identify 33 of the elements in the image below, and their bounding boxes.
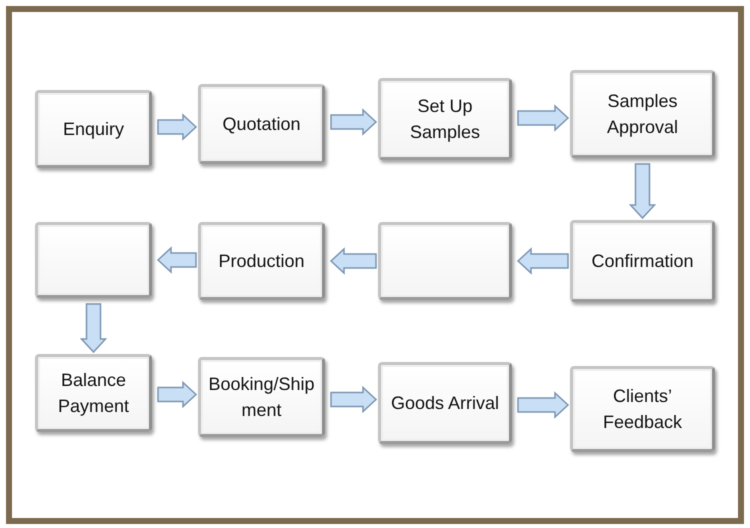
step-label: Production <box>218 250 305 273</box>
block-arrow <box>330 247 377 275</box>
step-label: Balance Payment <box>56 368 130 418</box>
process-box <box>570 366 715 452</box>
process-box <box>35 354 152 432</box>
step-label: Booking/Shipment <box>207 372 316 422</box>
process-box <box>198 222 325 300</box>
step-label: Goods Arrival <box>390 392 500 415</box>
process-box <box>378 222 512 300</box>
process-box <box>570 220 715 302</box>
process-box <box>35 90 152 168</box>
process-box <box>198 357 325 437</box>
block-arrow <box>157 380 198 408</box>
process-box <box>35 222 152 298</box>
block-arrow <box>330 386 378 414</box>
block-arrow <box>628 163 656 220</box>
process-box <box>378 78 512 160</box>
block-arrow <box>157 113 198 141</box>
block-arrow <box>156 246 197 274</box>
step-label: Quotation <box>222 112 301 136</box>
step-label: Confirmation <box>591 250 694 273</box>
process-box <box>570 70 715 158</box>
block-arrow <box>516 247 569 275</box>
process-box <box>198 84 325 164</box>
step-label: Enquiry <box>62 118 124 141</box>
step-label: Samples Approval <box>606 90 680 139</box>
block-arrow <box>330 108 378 136</box>
block-arrow <box>80 303 108 354</box>
block-arrow <box>517 104 570 132</box>
step-label: Set Up Samples <box>408 94 482 144</box>
process-box <box>378 362 512 444</box>
step-label: Clients’ Feedback <box>602 384 684 434</box>
block-arrow <box>517 391 570 419</box>
